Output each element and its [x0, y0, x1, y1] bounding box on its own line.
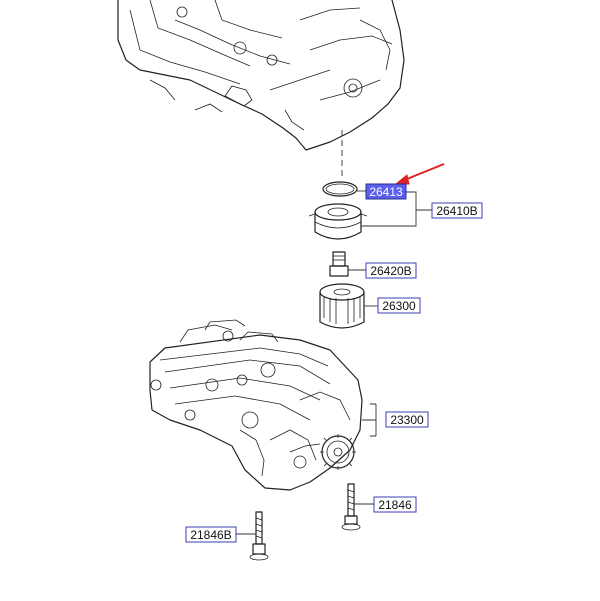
- oil-filter: [319, 283, 365, 329]
- bolt-21846B: [249, 511, 269, 561]
- svg-text:26300: 26300: [382, 299, 416, 313]
- part-label-26300[interactable]: 26300: [377, 297, 421, 314]
- oil-pump-module: [149, 319, 363, 491]
- engine-block: [117, 0, 405, 151]
- svg-text:23300: 23300: [390, 413, 424, 427]
- o-ring: [322, 181, 358, 197]
- pointer-arrow: [394, 163, 445, 185]
- bolt-21846: [341, 483, 361, 531]
- oil-cooler: [308, 203, 368, 240]
- svg-text:26410B: 26410B: [436, 204, 477, 218]
- svg-text:21846B: 21846B: [190, 528, 231, 542]
- leader-lines: [236, 190, 432, 535]
- part-label-21846[interactable]: 21846: [373, 496, 417, 513]
- svg-text:26413: 26413: [369, 185, 403, 199]
- part-label-26410B[interactable]: 26410B: [431, 202, 483, 219]
- part-label-26420B[interactable]: 26420B: [365, 262, 417, 279]
- part-label-21846B[interactable]: 21846B: [185, 526, 237, 543]
- svg-text:21846: 21846: [378, 498, 412, 512]
- oil-filter-fitting: [329, 251, 349, 277]
- svg-text:26420B: 26420B: [370, 264, 411, 278]
- part-label-26413[interactable]: 26413: [365, 183, 407, 200]
- part-label-23300[interactable]: 23300: [385, 411, 429, 428]
